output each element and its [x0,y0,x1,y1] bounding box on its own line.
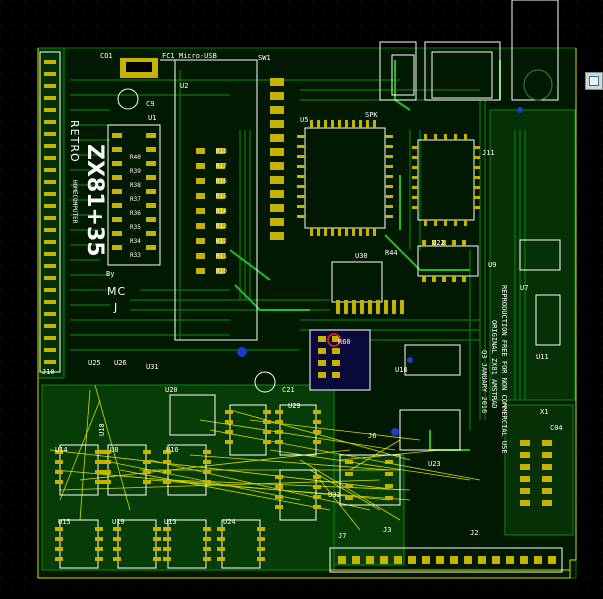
connector-j4 [309,329,371,391]
label-c21: C21 [282,386,295,394]
r-mid-3: R16 [216,178,227,185]
r-mid-9: R10 [216,268,227,275]
r-mid-5: R14 [216,208,227,215]
chip-u2-outline [160,59,258,341]
board-author-j: J [113,301,118,314]
label-u16: U16 [166,446,179,454]
chip-u32 [339,454,401,506]
label-u24: U24 [223,518,236,526]
r-label-6: R35 [130,224,141,231]
r-mid-7: R12 [216,238,227,245]
r-label-7: R34 [130,238,141,245]
label-j7: J7 [338,532,346,540]
label-j11: J11 [482,149,495,157]
vias [237,107,523,436]
layers-panel-button[interactable] [585,72,603,90]
chip-u22 [417,240,479,282]
label-u7: U7 [520,284,528,292]
chip-u7 [535,294,561,346]
label-u26: U26 [114,359,127,367]
board-outline [37,48,577,579]
connector-pads-column [270,78,284,240]
label-c9: C9 [146,100,154,108]
r-mid-2: R17 [216,163,227,170]
label-j6: J6 [368,432,376,440]
component-co1 [120,58,158,78]
label-r60: R60 [338,338,351,346]
chip-u5-qfp [297,120,393,236]
board-subtitle-retro: RETRO [68,120,81,163]
board-title: ZX81+35 [82,144,107,257]
label-u14: U14 [55,446,68,454]
label-c04: C04 [550,424,563,432]
r-label-3: R38 [130,182,141,189]
label-u9: U9 [488,261,496,269]
label-x1: X1 [540,408,548,416]
r-label-5: R36 [130,210,141,217]
layers-icon [589,76,599,86]
label-u20: U20 [165,386,178,394]
label-u23: U23 [428,460,441,468]
original-notice: ORIGINAL ZX81 AMSTRAD [490,320,498,409]
label-u18: U18 [395,366,408,374]
label-u29: U29 [288,402,301,410]
date-notice: Q3 JANUARY 2016 [480,350,488,413]
chip-u30 [331,261,404,314]
r-label-1: R40 [130,154,141,161]
chip-u23 [399,409,461,451]
label-u22: U22 [432,239,445,247]
label-sw1: SW1 [258,54,271,62]
resistor-array-mid [196,148,225,274]
label-u11: U11 [536,353,549,361]
board-title-block: ZX81+35 RETRO HOMECOMPUTER By MC J [68,120,126,314]
resistor-labels-left: R40 R39 R38 R37 R36 R35 R34 R33 [130,154,141,259]
chip-u9 [519,239,561,271]
r-mid-8: R11 [216,253,227,260]
label-u31: U31 [146,363,159,371]
board-author: MC [107,285,126,298]
header-j2 [329,547,563,573]
label-u10: U10 [98,423,106,436]
label-u13: U13 [164,518,177,526]
silkscreen-text: CO1 FC1 Micro-USB SW1 U2 U1 C9 U5 SPK U2… [42,52,563,540]
label-j10: J10 [42,368,55,376]
r-mid-6: R13 [216,223,227,230]
r-label-8: R33 [130,252,141,259]
header-j1 [39,51,61,373]
r-mid-1: R18 [216,148,227,155]
capacitors [117,88,276,393]
label-u32: U32 [328,491,341,499]
label-j3: J3 [383,526,391,534]
bottom-dip-chips [55,394,321,569]
label-co1: CO1 [100,52,113,60]
resistor-labels-mid: R18 R17 R16 R15 R14 R13 R12 R11 R10 [216,148,227,275]
r-mid-4: R15 [216,193,227,200]
label-u30: U30 [355,252,368,260]
r-label-2: R39 [130,168,141,175]
label-u1: U1 [148,114,156,122]
board-by: By [106,270,114,278]
chip-u18 [404,344,461,376]
r-label-4: R37 [130,196,141,203]
label-u5: U5 [300,116,308,124]
label-r44: R44 [385,249,398,257]
repro-notice: REPRODUCTION FREE FOR NON COMMERCIAL USE [500,285,508,454]
top-connectors [379,0,559,101]
board-subtitle-home: HOMECOMPUTER [71,180,78,224]
label-u15: U15 [58,518,71,526]
label-u25: U25 [88,359,101,367]
label-u8: U8 [110,446,118,454]
label-spk: SPK [365,111,378,119]
label-u19: U19 [112,518,125,526]
label-u2: U2 [180,82,188,90]
chip-qfp-right [412,134,480,226]
right-resistor-pads [520,440,552,506]
chip-u1 [107,124,161,266]
board-notices: REPRODUCTION FREE FOR NON COMMERCIAL USE… [480,285,508,454]
label-j2: J2 [470,529,478,537]
label-fc1: FC1 Micro-USB [162,52,217,60]
